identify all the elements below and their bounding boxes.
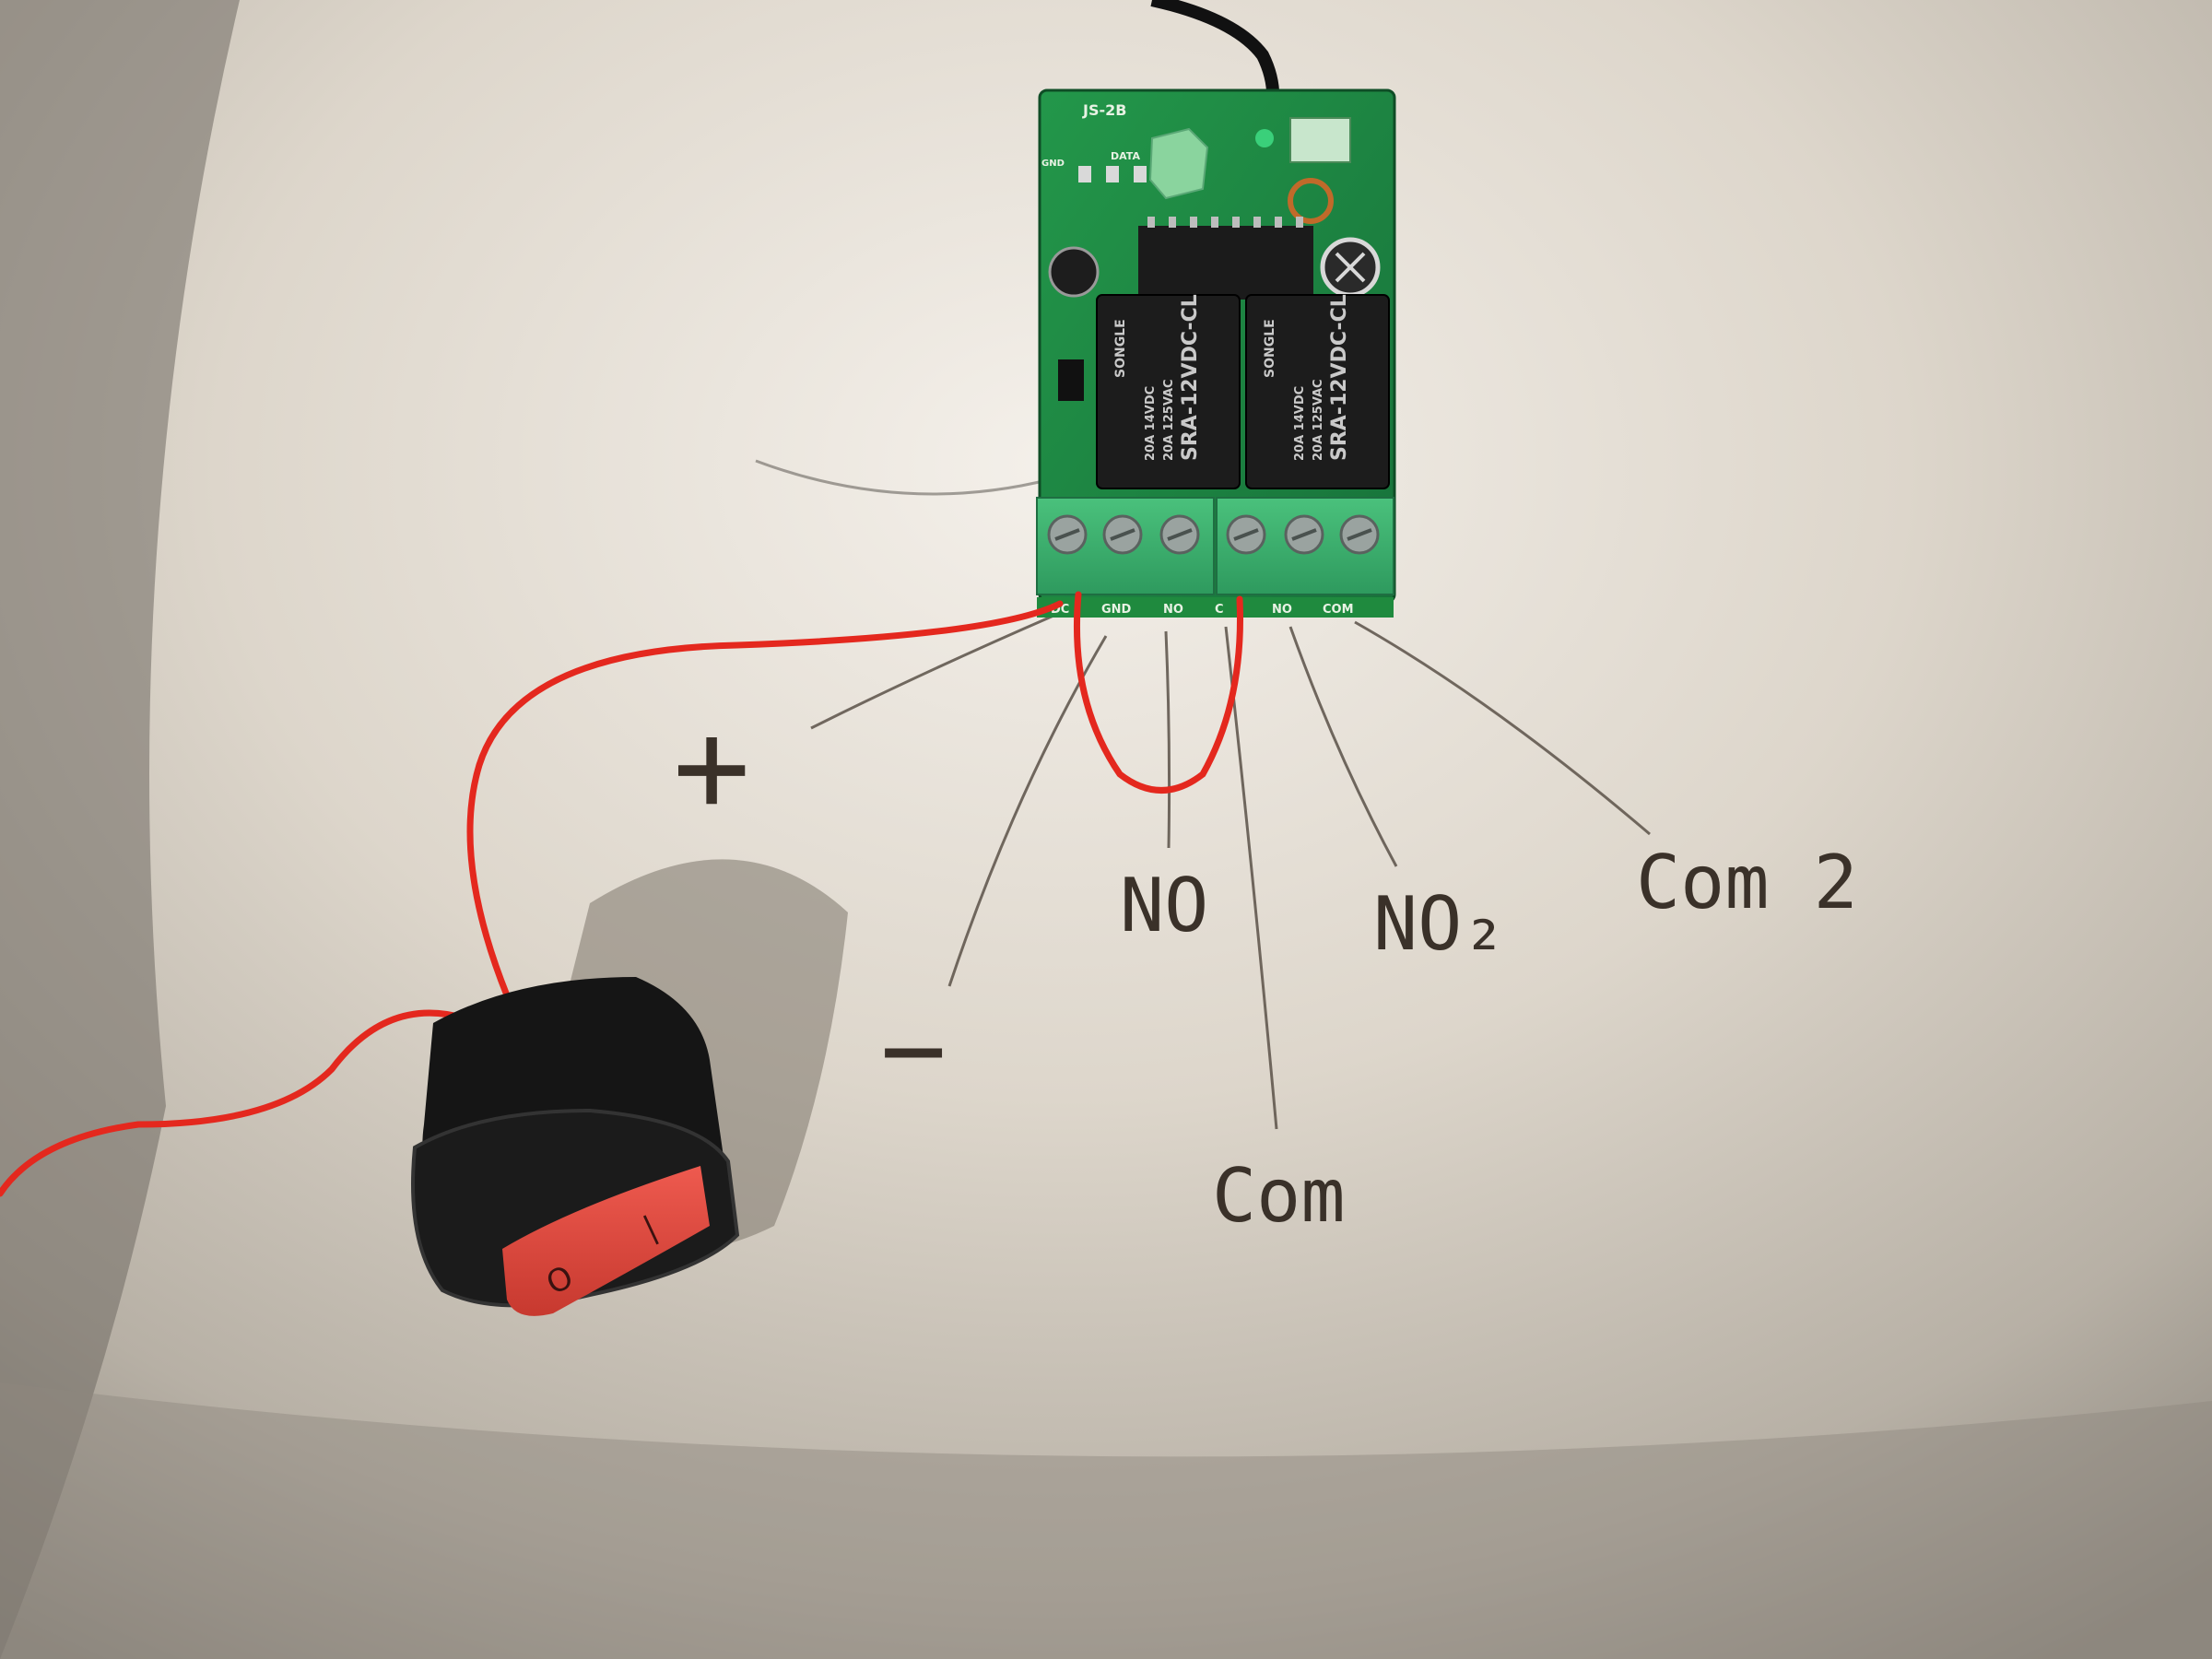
rocker-switch: O | xyxy=(411,977,740,1316)
inductor-coil xyxy=(1288,178,1334,224)
relay-2-model: SRA-12VDC-CL xyxy=(1328,294,1351,461)
relay-1: SRA-12VDC-CL 20A 125VAC 20A 14VDC SONGLE xyxy=(1096,294,1241,489)
terminal-label-no2: NO xyxy=(1272,603,1292,617)
label-no: NO xyxy=(1120,863,1208,948)
terminal-label-c: C xyxy=(1215,603,1224,617)
relay-1-model: SRA-12VDC-CL xyxy=(1179,294,1202,461)
terminal-label-no: NO xyxy=(1163,603,1183,617)
pin-header xyxy=(1078,166,1147,182)
ic-chip xyxy=(1138,226,1313,300)
red-wires xyxy=(0,591,1243,1197)
left-edge-shadow xyxy=(0,0,240,1659)
screw-slots xyxy=(1054,528,1372,541)
label-com2: Com 2 xyxy=(1636,840,1858,925)
transistor xyxy=(1058,359,1084,401)
wire-dc-to-switch xyxy=(466,600,1064,999)
ic-pins xyxy=(1147,217,1303,228)
relay-2-brand: SONGLE xyxy=(1263,319,1277,378)
relay-1-rating2: 20A 125VAC xyxy=(1162,379,1176,461)
wire-switch-out xyxy=(0,1009,469,1197)
label-com: Com xyxy=(1212,1153,1346,1239)
board-model: JS-2B xyxy=(1082,101,1126,119)
label-no2: NO₂ xyxy=(1373,881,1507,967)
relay-2-rating1: 20A 14VDC xyxy=(1293,386,1307,461)
terminal-label-com: COM xyxy=(1323,603,1354,617)
qr-sticker xyxy=(1289,117,1351,163)
switch-bezel xyxy=(411,1108,740,1308)
relay-board: JS-2B DATA GND SRA-12VDC-CL 20A 125VAC xyxy=(1036,88,1396,618)
capacitor-left xyxy=(1048,246,1100,298)
terminal-label-strip xyxy=(1037,597,1394,618)
relay-2: SRA-12VDC-CL 20A 125VAC 20A 14VDC SONGLE xyxy=(1245,294,1390,489)
board-silk-gnd: GND xyxy=(1041,159,1065,169)
capacitor-vent xyxy=(1335,252,1366,283)
terminal-label-gnd: GND xyxy=(1101,603,1132,617)
relay-1-brand: SONGLE xyxy=(1113,319,1128,378)
board-silk-data: DATA xyxy=(1111,150,1140,162)
label-minus: − xyxy=(880,986,947,1114)
wire-jumper-no-com xyxy=(1073,591,1243,794)
status-led xyxy=(1255,129,1274,147)
antenna-wire xyxy=(755,459,1052,496)
relay-1-rating1: 20A 14VDC xyxy=(1144,386,1158,461)
bottom-shadow xyxy=(0,1382,2212,1659)
learning-button xyxy=(1148,127,1209,200)
relay-2-rating2: 20A 125VAC xyxy=(1312,379,1325,461)
switch-rocker xyxy=(502,1166,710,1316)
label-plus: + xyxy=(673,692,750,842)
